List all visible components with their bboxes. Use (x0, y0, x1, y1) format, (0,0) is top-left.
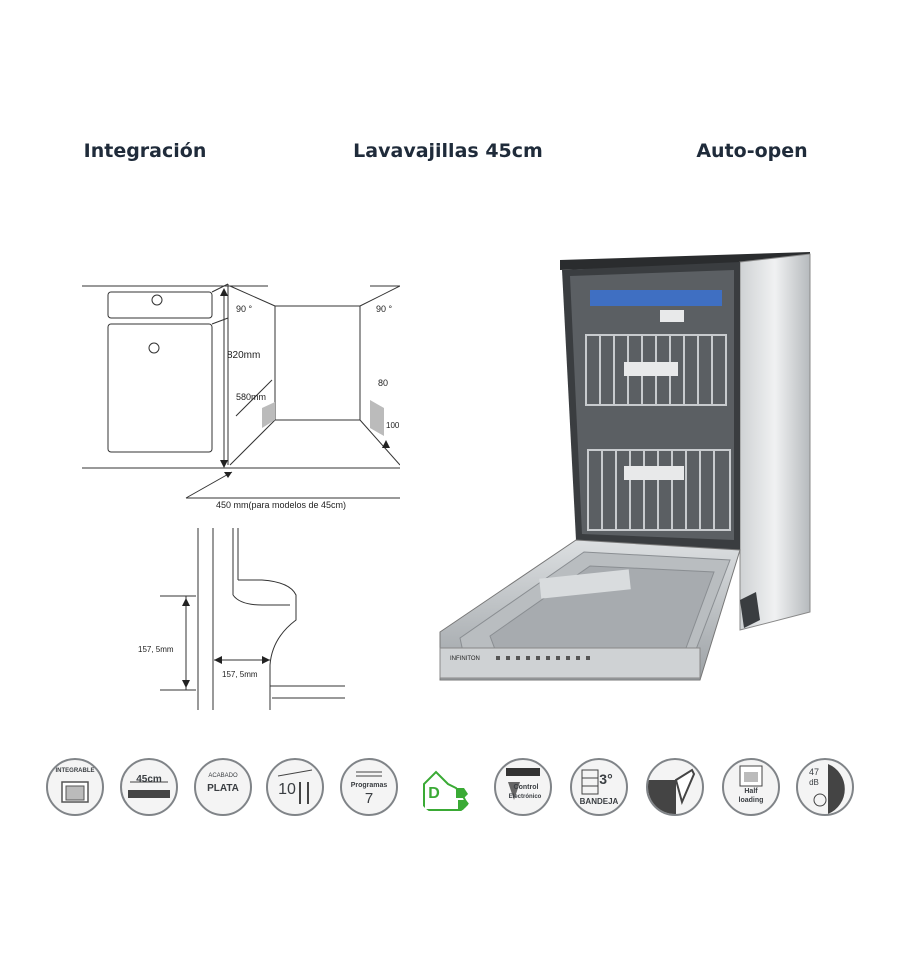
noise-value-label: 47 (808, 767, 819, 777)
width-note-label: 450 mm(para modelos de 45cm) (216, 500, 346, 510)
programs-7-icon: Programas 7 (340, 758, 398, 816)
angle-left-label: 90 ° (236, 304, 253, 314)
detergent-compartment (539, 569, 631, 599)
height-label: 820mm (227, 350, 260, 361)
bandeja-main-label: BANDEJA (579, 797, 619, 806)
headings-row: Integración Lavavajillas 45cm Auto-open (0, 140, 900, 180)
half-loading-top-label: Half (744, 788, 758, 795)
integrable-label: INTEGRABLE (55, 768, 95, 774)
auto-open-icon (646, 758, 704, 816)
depth-label: 580mm (236, 392, 266, 402)
programs-top-label: Programas (350, 782, 388, 789)
gap-bottom-label: 100 (386, 421, 400, 430)
half-loading-icon: Half loading (722, 758, 780, 816)
brand-label: INFINITON (450, 656, 480, 662)
width-45cm-icon: 45cm (120, 758, 178, 816)
feature-icons-row: INTEGRABLE 45cm ACABADO PLATA 10 Program… (40, 758, 860, 824)
control-top-label: Control (513, 784, 539, 791)
plinth-height-label: 157, 5mm (138, 645, 174, 654)
control-electronico-icon: Control Electrónico (494, 758, 552, 816)
half-loading-main-label: loading (738, 797, 764, 804)
cutlery-count-label: 10 (278, 781, 296, 798)
heading-auto-open: Auto-open (696, 140, 808, 162)
finish-top-label: ACABADO (208, 773, 238, 779)
installation-diagram: 90 ° 90 ° 820mm 580mm 80 100 450 mm(para… (82, 283, 400, 710)
gap-top-label: 80 (378, 378, 388, 388)
plinth-depth-label: 157, 5mm (222, 670, 258, 679)
width-45cm-label: 45cm (136, 774, 162, 785)
noise-47db-icon: 47 dB (796, 758, 854, 816)
dishwasher-illustration: INFINITON (439, 252, 811, 681)
finish-main-label: PLATA (207, 783, 239, 794)
energy-class-icon: D (416, 758, 474, 816)
noise-unit-label: dB (809, 778, 819, 787)
energy-class-label: D (428, 785, 440, 802)
heading-integracion: Integración (83, 140, 207, 162)
top-cutlery-tray (590, 290, 722, 306)
integrable-icon: INTEGRABLE (46, 758, 104, 816)
control-main-label: Electrónico (508, 794, 542, 800)
angle-right-label: 90 ° (376, 304, 393, 314)
cutlery-10-icon: 10 (266, 758, 324, 816)
programs-count-label: 7 (364, 790, 374, 807)
heading-lavavajillas: Lavavajillas 45cm (353, 140, 543, 162)
bandeja-3-icon: 3° BANDEJA (570, 758, 628, 816)
finish-plata-icon: ACABADO PLATA (194, 758, 252, 816)
bandeja-top-label: 3° (599, 771, 613, 787)
